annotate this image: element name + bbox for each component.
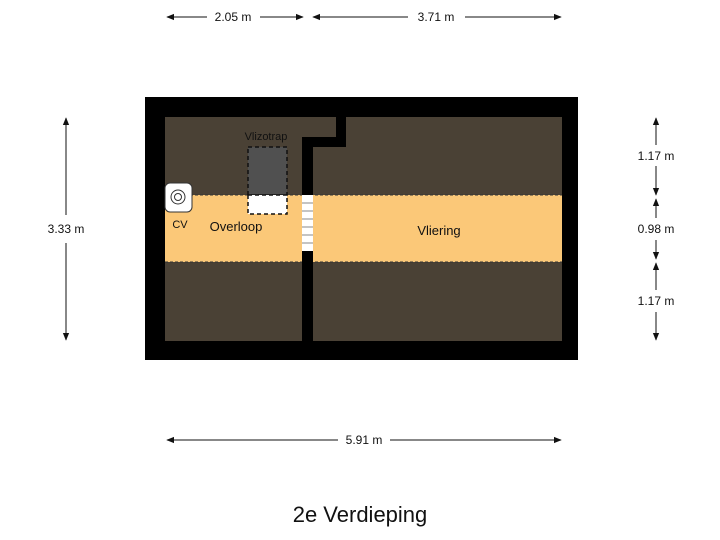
- floor-title: 2e Verdieping: [292, 502, 428, 527]
- boiler-icon: [170, 189, 186, 205]
- vliering-label: Vliering: [417, 223, 460, 238]
- dimension-top-right: 3.71 m: [312, 10, 562, 24]
- dimension-left: 3.33 m: [48, 117, 85, 341]
- vlizotrap: Vlizotrap: [245, 131, 288, 215]
- dimension-bottom: 5.91 m: [166, 433, 562, 447]
- dimension-label-right-middle: 0.98 m: [638, 222, 675, 236]
- dimension-label-bottom: 5.91 m: [346, 433, 383, 447]
- dimension-right-bottom: 1.17 m: [638, 262, 675, 341]
- door-opening: [302, 195, 313, 251]
- dimension-label-top-right: 3.71 m: [418, 10, 455, 24]
- dimension-right-top: 1.17 m: [638, 117, 675, 196]
- cv-boiler: CV: [164, 182, 193, 231]
- dimension-label-right-bottom: 1.17 m: [638, 294, 675, 308]
- partition-wall: [302, 251, 313, 341]
- room-vliering: [313, 195, 562, 262]
- overloop-label: Overloop: [210, 219, 263, 234]
- vlizotrap-label: Vlizotrap: [245, 131, 288, 143]
- cv-label: CV: [172, 219, 188, 231]
- dimension-label-top-left: 2.05 m: [215, 10, 252, 24]
- dimension-label-right-top: 1.17 m: [638, 149, 675, 163]
- dimension-top-left: 2.05 m: [166, 10, 304, 24]
- dimension-label-left: 3.33 m: [48, 222, 85, 236]
- chimney-wall: [302, 117, 346, 195]
- dimension-right-middle: 0.98 m: [638, 198, 675, 260]
